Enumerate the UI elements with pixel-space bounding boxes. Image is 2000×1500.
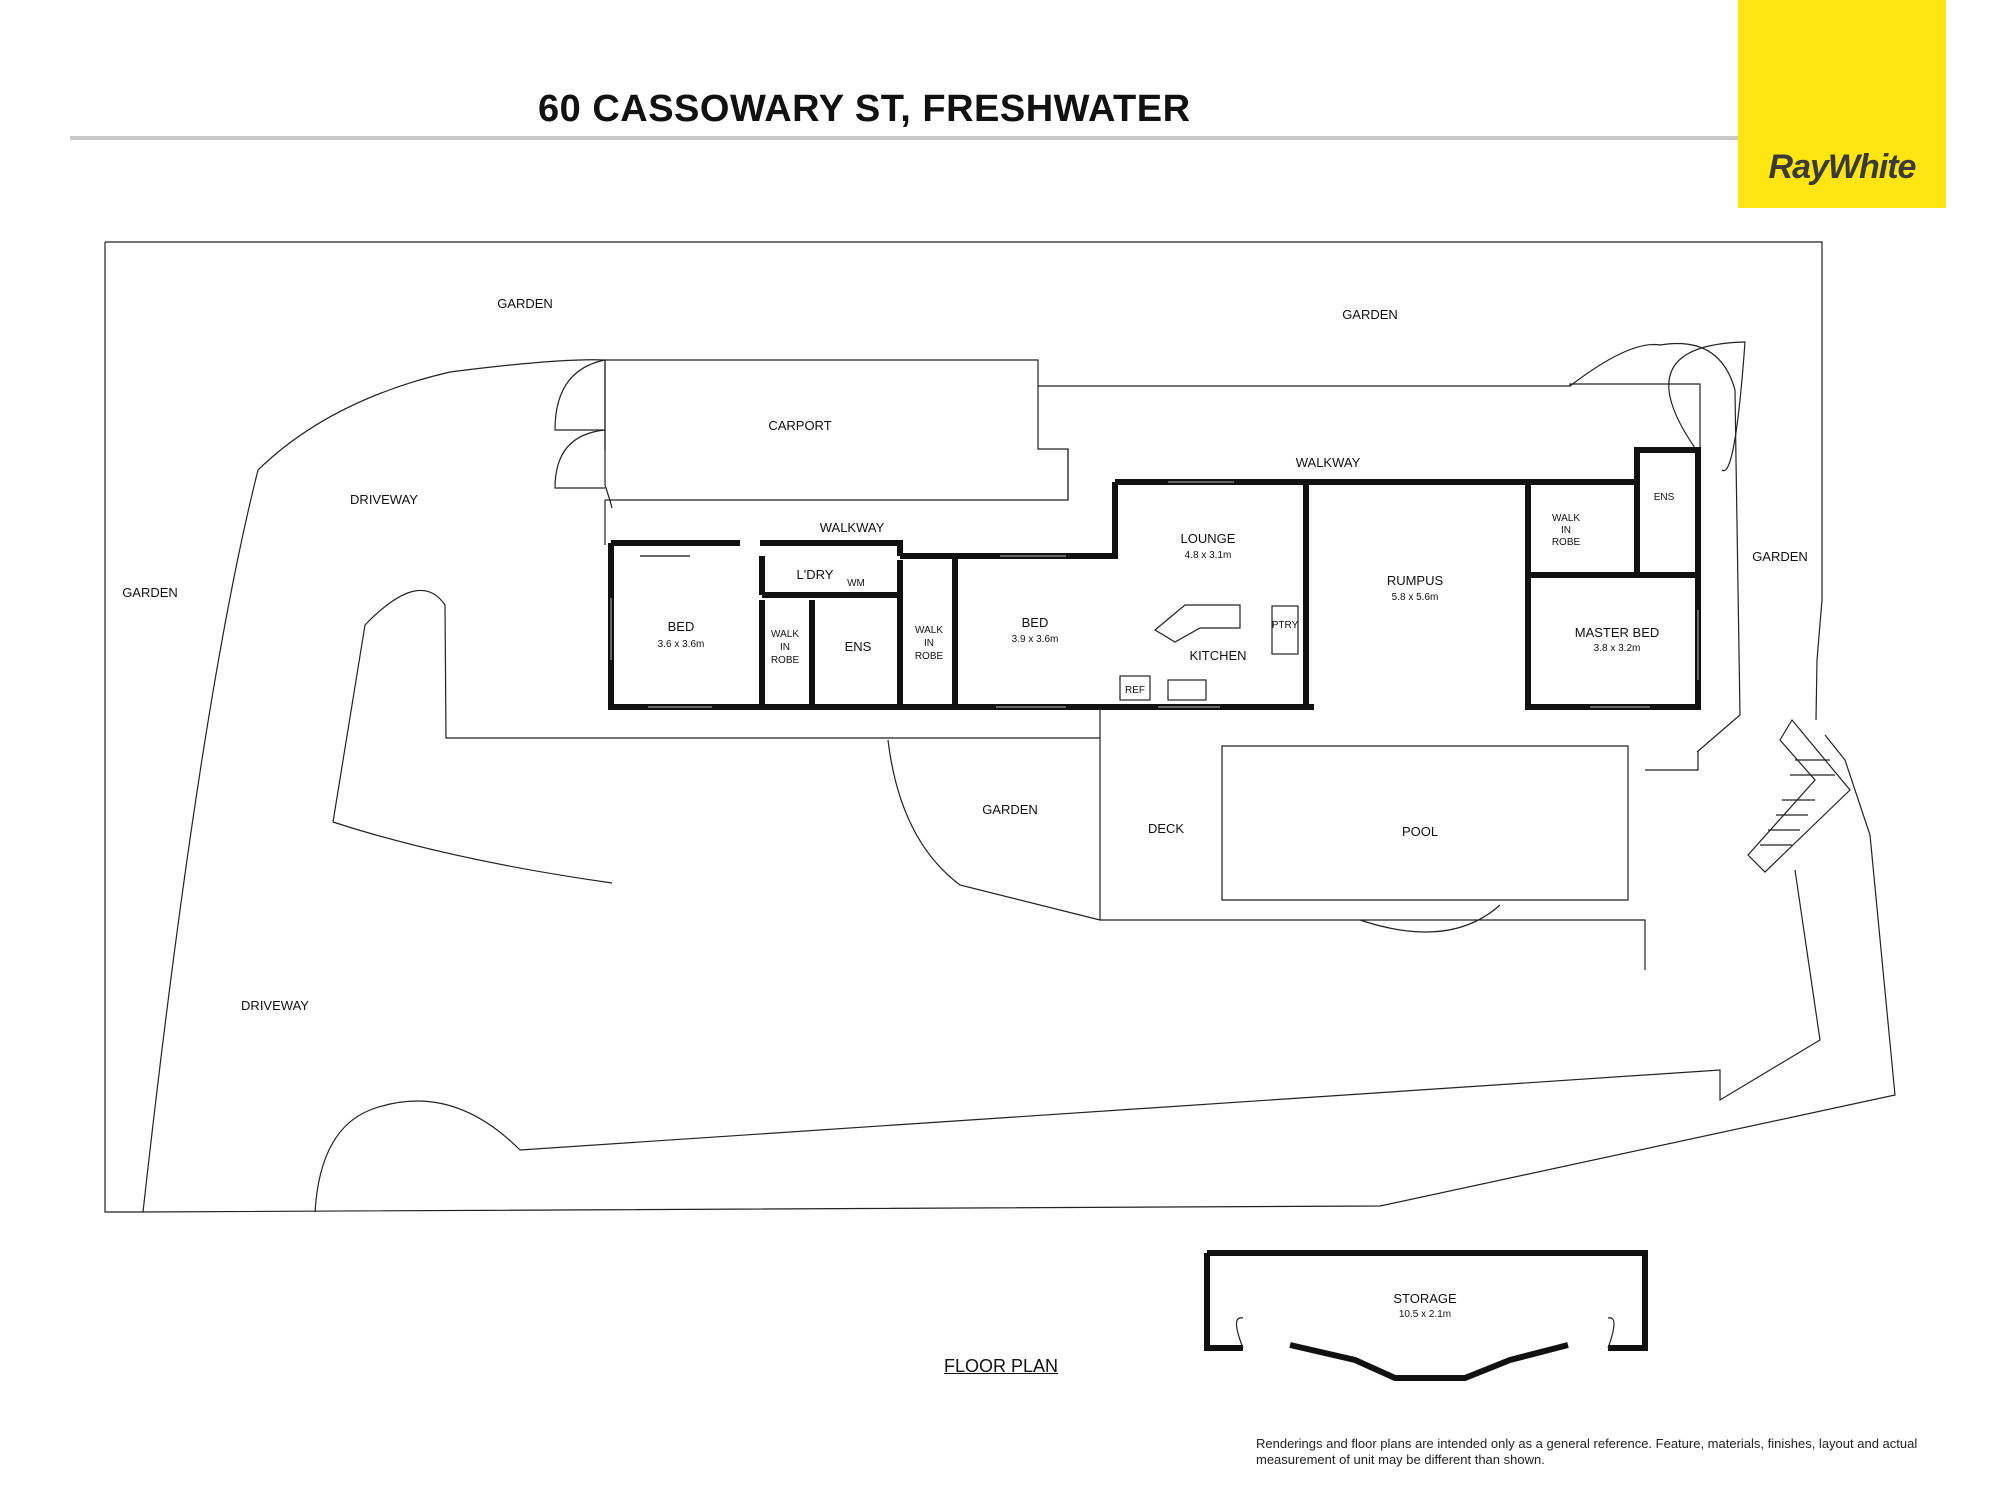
- garden-label: GARDEN: [1752, 549, 1808, 564]
- room-name: ROBE: [915, 651, 944, 662]
- garden-arc: [887, 739, 1101, 921]
- disclaimer: Renderings and floor plans are intended …: [1256, 1436, 1918, 1467]
- garden-label: GARDEN: [982, 802, 1038, 817]
- brand-logo[interactable]: RayWhite: [1738, 0, 1946, 208]
- walkway-outline: [1038, 341, 1746, 500]
- brand-wordmark: RayWhite: [1768, 148, 1917, 186]
- walkway-label: WALKWAY: [1296, 455, 1361, 470]
- pool-outline: [1221, 745, 1629, 901]
- room-name[interactable]: BED: [1022, 615, 1049, 630]
- right-walkway-curve: [1569, 342, 1741, 753]
- house-wall-internal: [759, 482, 1637, 707]
- room-size: 4.8 x 3.1m: [1185, 550, 1232, 561]
- room-name: ROBE: [771, 655, 800, 666]
- garden-label: GARDEN: [1342, 307, 1398, 322]
- driveway-outline: [142, 359, 1821, 1213]
- deck-outline: [1099, 707, 1646, 970]
- room-size: 3.6 x 3.6m: [658, 639, 705, 650]
- fridge-label: REF: [1125, 685, 1145, 696]
- room-name: IN: [924, 638, 934, 649]
- site-boundary: [104, 241, 1896, 1213]
- pantry-label: PTRY: [1272, 620, 1299, 631]
- garden-label: GARDEN: [122, 585, 178, 600]
- house-wall-lounge: [1112, 447, 1701, 710]
- kitchen-sink: [1167, 679, 1207, 701]
- carport-gate-arc-bottom: [554, 429, 606, 489]
- room-name: ROBE: [1552, 537, 1581, 548]
- room-name[interactable]: MASTER BED: [1575, 625, 1660, 640]
- plan-caption: FLOOR PLAN: [944, 1356, 1059, 1376]
- room-name[interactable]: WALK: [771, 629, 799, 640]
- room-name: IN: [1561, 525, 1571, 536]
- storage-door-arc-left: [1235, 1317, 1244, 1349]
- room-name[interactable]: STORAGE: [1393, 1291, 1457, 1306]
- garden-label: GARDEN: [497, 296, 553, 311]
- appliance-label: WM: [847, 578, 865, 589]
- room-name: IN: [780, 642, 790, 653]
- storage-door-arc-right: [1607, 1317, 1615, 1349]
- carport-gate-arc-top: [554, 359, 606, 431]
- house-wall-ensuite2: [1637, 447, 1701, 575]
- driveway-label: DRIVEWAY: [241, 998, 309, 1013]
- carport-outline: [604, 359, 1069, 545]
- house-wall-west: [608, 540, 1314, 710]
- pantry-box: [1271, 605, 1299, 655]
- stairs: [1747, 718, 1851, 873]
- room-name[interactable]: WALK: [1552, 513, 1580, 524]
- room-name[interactable]: RUMPUS: [1387, 573, 1444, 588]
- room-name[interactable]: L'DRY: [797, 567, 834, 582]
- room-name[interactable]: ENS: [1654, 492, 1675, 503]
- room-size: 5.8 x 5.6m: [1392, 592, 1439, 603]
- room-name[interactable]: KITCHEN: [1189, 648, 1246, 663]
- kitchen-island: [1153, 604, 1241, 643]
- room-name[interactable]: LOUNGE: [1181, 531, 1236, 546]
- room-name[interactable]: ENS: [845, 639, 872, 654]
- carport-label: CARPORT: [768, 418, 831, 433]
- room-size: 3.8 x 3.2m: [1594, 643, 1641, 654]
- driveway-label: DRIVEWAY: [350, 492, 418, 507]
- deck-label: DECK: [1148, 821, 1184, 836]
- driveway-inner-curve: [332, 589, 1100, 884]
- page-title: 60 CASSOWARY ST, FRESHWATER: [538, 88, 1191, 130]
- pool-surround: [1645, 752, 1699, 771]
- storage-wall[interactable]: [1204, 1250, 1648, 1381]
- room-size: 10.5 x 2.1m: [1399, 1309, 1451, 1320]
- fridge-box: [1119, 675, 1151, 701]
- pool-label: POOL: [1402, 824, 1438, 839]
- walkway-label: WALKWAY: [820, 520, 885, 535]
- title-divider: [70, 136, 1738, 140]
- room-name[interactable]: WALK: [915, 625, 943, 636]
- room-name[interactable]: BED: [668, 619, 695, 634]
- room-size: 3.9 x 3.6m: [1012, 634, 1059, 645]
